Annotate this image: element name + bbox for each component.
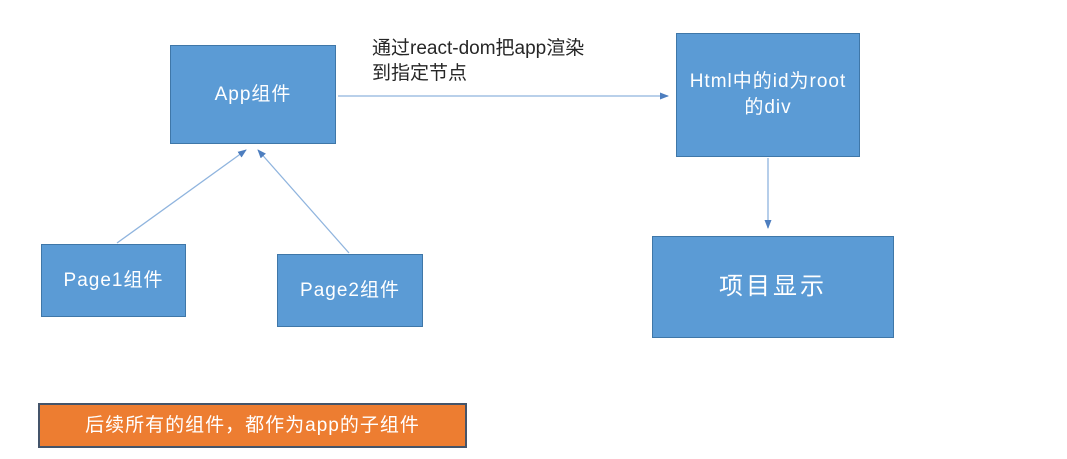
arrow-page1-to-app: [116, 149, 247, 244]
connector-annotation-line1: 通过react-dom把app渲染: [372, 38, 585, 59]
note-label: 后续所有的组件，都作为app的子组件: [85, 414, 420, 436]
node-project-display-label: 项目显示: [719, 273, 827, 300]
arrow-page2-to-app: [257, 149, 350, 254]
node-html-root-label-line2: 的div: [744, 97, 792, 118]
node-html-root-label-line1: Html中的id为root: [689, 71, 847, 92]
node-project-display: 项目显示: [652, 236, 894, 338]
node-page2-component: Page2组件: [277, 254, 423, 327]
note-box: 后续所有的组件，都作为app的子组件: [38, 403, 467, 448]
node-page1-label: Page1组件: [63, 269, 164, 291]
node-html-root-label: Html中的id为root 的div: [690, 69, 847, 121]
node-page1-component: Page1组件: [41, 244, 186, 317]
node-page2-label: Page2组件: [300, 279, 400, 301]
node-html-root-div: Html中的id为root 的div: [676, 33, 860, 157]
node-app-component: App组件: [170, 45, 336, 144]
node-app-label: App组件: [214, 83, 292, 105]
connector-annotation-line2: 到指定节点: [372, 63, 468, 84]
connector-annotation: 通过react-dom把app渲染 到指定节点: [372, 36, 584, 86]
